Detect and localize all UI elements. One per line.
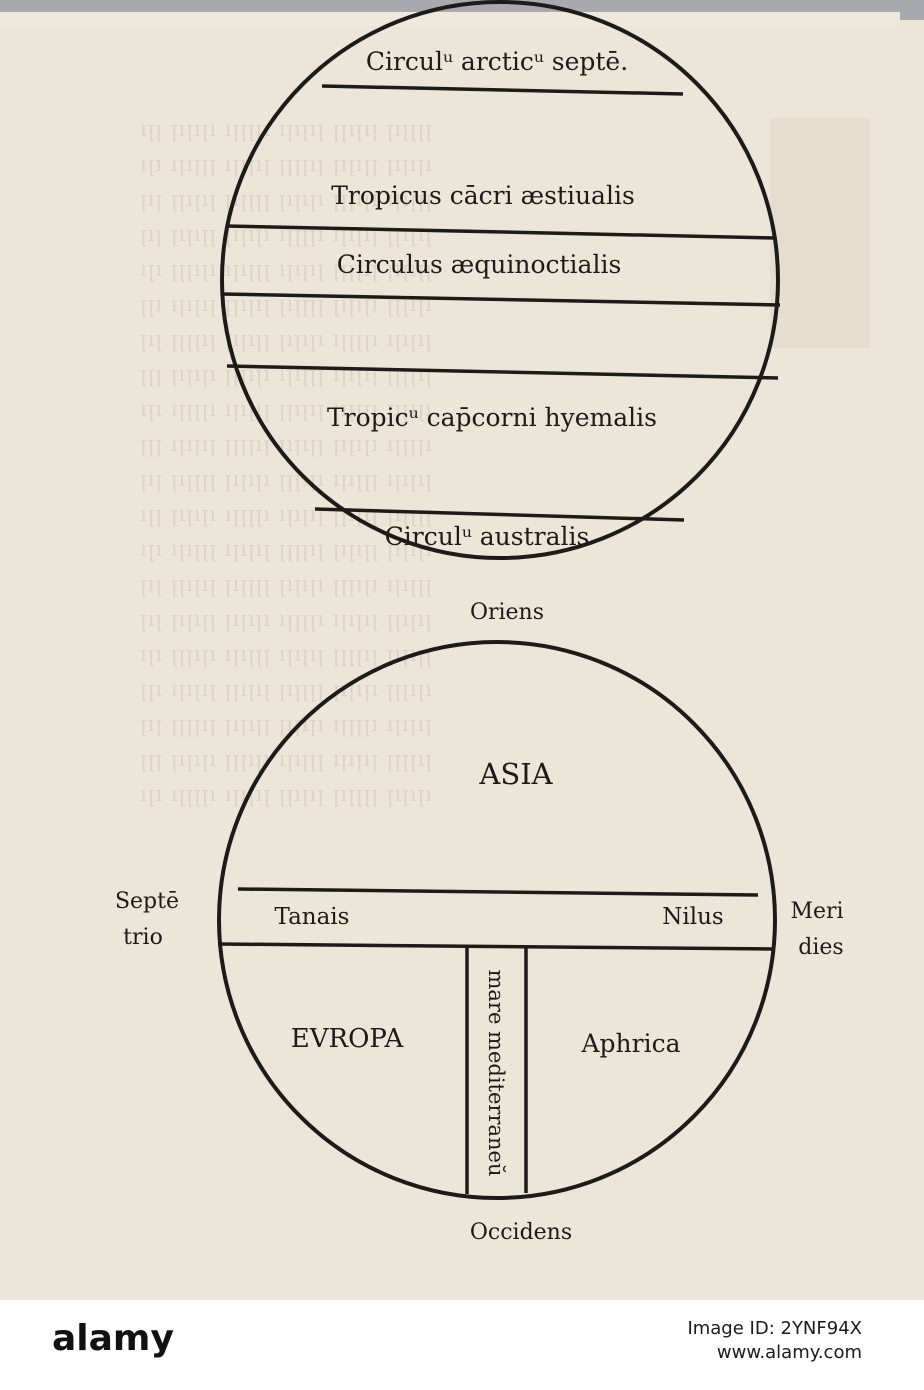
equinoctial-line (221, 292, 781, 307)
zone-label-tropic-capricorn: Tropicᵘ cap̄corni hyemalis (327, 403, 657, 432)
alamy-logo: alamy (52, 1318, 174, 1359)
bleed-line: ꞁıꞁ ꞁꞁıꞁıꞁ ꞁıꞁꞁꞁꞁ ꞁıꞁıꞁı ꞁꞁꞁıꞁı ıꞁıꞁꞁꞁ (140, 572, 434, 596)
direction-oriens: Oriens (470, 600, 544, 625)
zone-label-tropic-cancer: Tropicus cācri æstiualis (331, 181, 635, 210)
zone-label-antarctic: Circulᵘ australis (385, 522, 590, 551)
bleed-line: ꞁıꞁ ꞁıꞁıꞁꞁ ꞁıꞁıꞁı ıꞁꞁꞁꞁı ıꞁıꞁıꞁ ꞁꞁıꞁıꞁ (140, 607, 434, 631)
continent-europa: EVROPA (291, 1024, 405, 1054)
river-band-bottom (219, 942, 775, 951)
bleed-line: ıꞁı ꞁꞁꞁıꞁı ıꞁıꞁꞁꞁ ıꞁıꞁıꞁ ꞁꞁꞁꞁıꞁ ꞁıꞁıꞁꞁ (140, 642, 434, 666)
tropic-cancer-line (225, 224, 777, 240)
bleed-through-text: ıꞁꞁ ꞁıꞁıꞁı ıꞁꞁꞁꞁı ıꞁıꞁıꞁ ꞁꞁıꞁıꞁ ꞁıꞁꞁꞁꞁ ıꞁ… (140, 112, 860, 812)
zone-label-arctic: Circulᵘ arcticᵘ septē. (366, 47, 628, 76)
continent-asia: ASIA (478, 757, 553, 791)
direction-septentrio-line2: trio (123, 925, 163, 950)
bleed-line: ꞁꞁꞁ ıꞁıꞁıꞁ ꞁꞁꞁꞁıꞁ ꞁıꞁıꞁꞁ ꞁıꞁıꞁı ıꞁꞁꞁꞁı (140, 432, 434, 456)
arctic-circle-line (321, 84, 684, 96)
zone-globe: Circulᵘ arcticᵘ septē. Tropicus cācri æs… (220, 0, 781, 560)
bleed-line: ıꞁꞁ ꞁıꞁıꞁı ıꞁꞁꞁꞁı ıꞁıꞁıꞁ ꞁꞁıꞁıꞁ ꞁıꞁꞁꞁꞁ (140, 502, 434, 526)
bleed-line: ıꞁı ıꞁıꞁꞁꞁ ıꞁıꞁıꞁ ꞁꞁꞁꞁıꞁ ꞁıꞁıꞁꞁ ꞁıꞁıꞁı (140, 537, 434, 561)
stock-watermark-bar (0, 1300, 924, 1390)
bleed-line: ꞁıꞁ ꞁꞁıꞁıꞁ ꞁıꞁꞁꞁꞁ ꞁıꞁıꞁı ꞁꞁꞁıꞁı ıꞁıꞁꞁꞁ (140, 187, 434, 211)
bleed-line: ıꞁꞁ ꞁıꞁıꞁı ıꞁꞁꞁꞁı ıꞁıꞁıꞁ ꞁꞁıꞁıꞁ ꞁıꞁꞁꞁꞁ (140, 117, 434, 141)
bleed-line: ꞁıꞁ ꞁꞁꞁꞁıꞁ ꞁıꞁıꞁꞁ ꞁıꞁıꞁı ıꞁꞁꞁꞁı ıꞁıꞁıꞁ (140, 712, 434, 736)
direction-occidens: Occidens (470, 1220, 572, 1245)
bleed-line: ıꞁı ıꞁꞁꞁꞁı ıꞁıꞁıꞁ ꞁꞁıꞁıꞁ ꞁıꞁꞁꞁꞁ ꞁıꞁıꞁı (140, 397, 434, 421)
bleed-line: ıꞁı ıꞁꞁꞁꞁı ıꞁıꞁıꞁ ꞁꞁıꞁıꞁ ꞁıꞁꞁꞁꞁ ꞁıꞁıꞁı (140, 782, 434, 806)
bleed-line: ꞁꞁı ıꞁıꞁıꞁ ꞁꞁıꞁıꞁ ꞁıꞁꞁꞁꞁ ꞁıꞁıꞁı ꞁꞁꞁıꞁı (140, 677, 434, 701)
mediterranean-sea-label: mare mediterraneŭ (484, 969, 508, 1176)
river-band-top (237, 887, 759, 897)
direction-meridies-line2: dies (798, 935, 843, 960)
zone-globe-circle (220, 0, 780, 560)
cosmographic-diagram: Circulᵘ arcticᵘ septē. Tropicus cācri æs… (115, 0, 844, 1245)
t-o-map: Oriens ASIA Tanais Nilus EVROPA Aphrica … (115, 600, 844, 1245)
watermark-url: www.alamy.com (716, 1342, 862, 1363)
direction-meridies-line1: Meri (790, 899, 843, 924)
bleed-line: ꞁꞁꞁ ꞁıꞁıꞁı ꞁꞁꞁıꞁı ıꞁıꞁꞁꞁ ıꞁıꞁıꞁ ꞁꞁꞁꞁıꞁ (140, 747, 434, 771)
continent-aphrica: Aphrica (580, 1029, 680, 1058)
zone-label-equinoctial: Circulus æquinoctialis (337, 250, 622, 279)
direction-septentrio-line1: Septē (115, 889, 179, 914)
page-edge (0, 12, 900, 26)
river-nilus: Nilus (662, 904, 723, 930)
tropic-capricorn-line (226, 364, 779, 380)
bleed-line: ıꞁı ıꞁıꞁꞁꞁ ıꞁıꞁıꞁ ꞁꞁꞁꞁıꞁ ꞁıꞁıꞁꞁ ꞁıꞁıꞁı (140, 152, 434, 176)
bleed-line: ꞁıꞁ ꞁıꞁꞁꞁꞁ ꞁıꞁıꞁı ꞁꞁꞁıꞁı ıꞁıꞁꞁꞁ ıꞁıꞁıꞁ (140, 467, 434, 491)
watermark-info: Image ID: 2YNF94X www.alamy.com (687, 1317, 862, 1365)
bleed-line: ıꞁı ꞁꞁꞁıꞁı ıꞁıꞁꞁꞁ ıꞁıꞁıꞁ ꞁꞁꞁꞁıꞁ ꞁıꞁıꞁꞁ (140, 257, 434, 281)
bleed-through-woodcut (770, 118, 870, 348)
bleed-line: ꞁıꞁ ꞁꞁꞁꞁıꞁ ꞁıꞁıꞁꞁ ꞁıꞁıꞁı ıꞁꞁꞁꞁı ıꞁıꞁıꞁ (140, 327, 434, 351)
river-tanais: Tanais (275, 904, 350, 930)
antarctic-circle-line (314, 507, 685, 522)
world-circle (217, 640, 777, 1200)
image-id: Image ID: 2YNF94X (687, 1318, 862, 1339)
